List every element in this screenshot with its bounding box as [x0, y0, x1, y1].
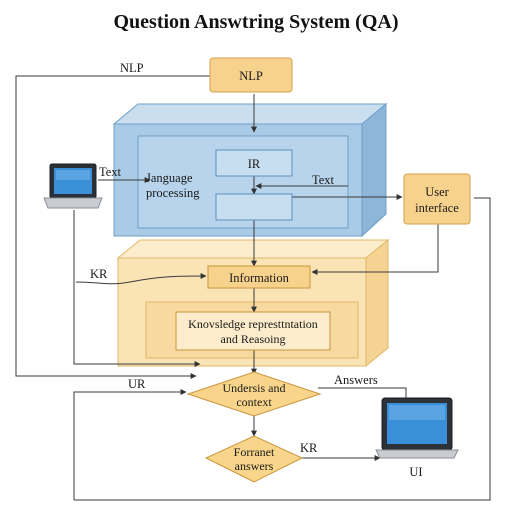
- knowledge-box: Knovsledge represttntation and Reasoing: [175, 311, 331, 351]
- svg-text:Janguage: Janguage: [146, 171, 193, 185]
- svg-text:Knovsledge represttntation: Knovsledge represttntation: [188, 317, 318, 331]
- format-answers-diamond: Forranet answers: [204, 435, 304, 483]
- diagram-title: Question Answtring System (QA): [113, 11, 398, 33]
- edge-label-text-inner: Text: [312, 173, 335, 187]
- ui-label: UI: [409, 465, 422, 479]
- svg-text:interface: interface: [415, 201, 459, 215]
- svg-text:Undersis and: Undersis and: [223, 381, 286, 395]
- edge-label-kr-bottom: KR: [300, 441, 318, 455]
- nlp-box: NLP: [209, 57, 293, 93]
- connectors: [15, 75, 491, 501]
- svg-text:answers: answers: [235, 459, 274, 473]
- monitor-icon: [375, 397, 459, 459]
- svg-text:processing: processing: [146, 186, 200, 200]
- understand-diamond: Undersis and context: [186, 371, 322, 417]
- nlp-box-label: NLP: [239, 69, 263, 83]
- edge-label-text-laptop: Text: [99, 165, 122, 179]
- edge-label-kr: KR: [90, 267, 108, 281]
- user-interface-box: User interface: [403, 173, 471, 225]
- processing-output-box: [215, 193, 293, 221]
- ir-label: IR: [248, 157, 261, 171]
- information-box: Information: [207, 265, 311, 289]
- language-processing-label: Janguage processing: [146, 171, 200, 200]
- svg-text:Forranet: Forranet: [234, 445, 275, 459]
- laptop-icon: [43, 163, 103, 209]
- svg-text:and Reasoing: and Reasoing: [221, 332, 286, 346]
- ir-box: IR: [215, 149, 293, 177]
- edge-label-ur: UR: [128, 377, 146, 391]
- svg-text:User: User: [425, 185, 449, 199]
- edge-label-nlp: NLP: [120, 61, 144, 75]
- edge-label-answers: Answers: [334, 373, 378, 387]
- svg-text:context: context: [236, 395, 272, 409]
- information-label: Information: [229, 271, 289, 285]
